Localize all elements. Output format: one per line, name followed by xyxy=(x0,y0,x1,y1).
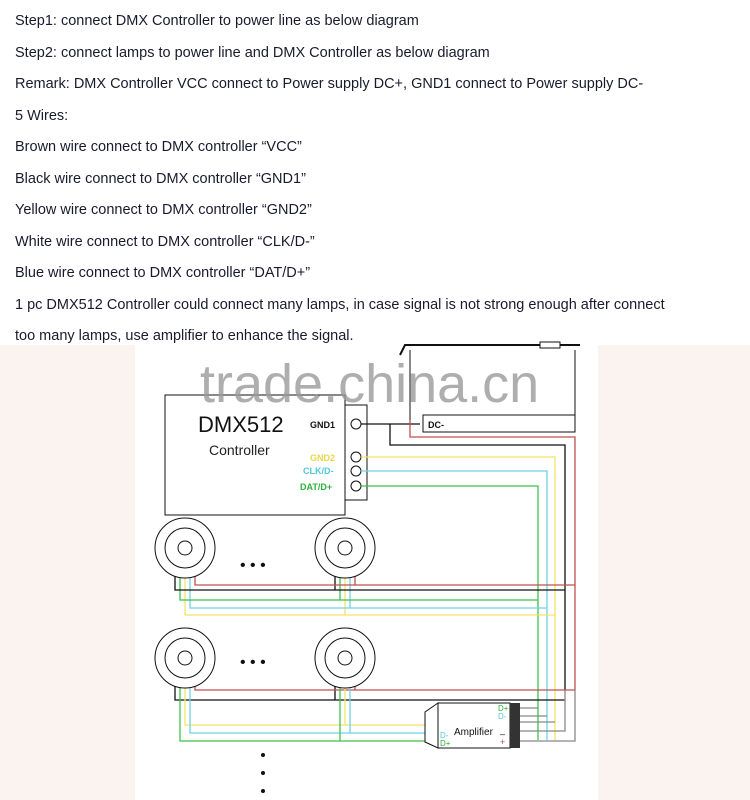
lamp xyxy=(314,517,376,579)
controller-subtitle: Controller xyxy=(209,442,270,458)
lamp xyxy=(314,627,376,689)
wires xyxy=(174,420,576,742)
power-label: DC- xyxy=(428,420,444,430)
more-lamps-ellipsis: • • • xyxy=(240,557,266,574)
instruction-line: Remark: DMX Controller VCC connect to Po… xyxy=(15,76,644,92)
controller-title: DMX512 xyxy=(198,412,284,437)
amplifier-label: Amplifier xyxy=(454,727,494,738)
amp-plus: + xyxy=(500,737,505,747)
instruction-line: Blue wire connect to DMX controller “DAT… xyxy=(15,265,311,281)
vertical-ellipsis xyxy=(261,753,265,793)
instruction-line: Yellow wire connect to DMX controller “G… xyxy=(15,202,312,218)
terminal-gnd1: GND1 xyxy=(310,420,335,430)
amp-in-d-minus: D- xyxy=(440,731,449,740)
instruction-line: 5 Wires: xyxy=(15,108,69,124)
instruction-line: White wire connect to DMX controller “CL… xyxy=(15,234,315,250)
instruction-line: Black wire connect to DMX controller “GN… xyxy=(15,171,306,187)
amplifier: Amplifier D- D+ D+ D- _ + xyxy=(424,702,520,749)
lamp xyxy=(154,627,216,689)
instruction-line: Step1: connect DMX Controller to power l… xyxy=(15,13,419,29)
power-supply: DC- xyxy=(399,341,580,433)
watermark: trade.china.cn xyxy=(200,354,539,414)
more-lamps-ellipsis: • • • xyxy=(240,654,266,671)
terminal-gnd2: GND2 xyxy=(310,453,335,463)
instruction-line: Step2: connect lamps to power line and D… xyxy=(15,45,490,61)
terminal-dat: DAT/D+ xyxy=(300,482,332,492)
dmx-controller: DMX512 Controller GND1 GND2 CLK/D- DAT/D… xyxy=(164,394,368,516)
lamps xyxy=(154,517,376,689)
instruction-line: too many lamps, use amplifier to enhance… xyxy=(15,328,354,344)
amp-minus: _ xyxy=(499,725,506,735)
instruction-line: 1 pc DMX512 Controller could connect man… xyxy=(15,297,665,313)
lamp xyxy=(154,517,216,579)
terminal-clk: CLK/D- xyxy=(303,466,334,476)
instruction-line: Brown wire connect to DMX controller “VC… xyxy=(15,139,302,155)
amp-out-d-plus: D+ xyxy=(498,704,509,713)
amp-in-d-plus: D+ xyxy=(440,739,451,748)
amp-out-d-minus: D- xyxy=(498,712,507,721)
